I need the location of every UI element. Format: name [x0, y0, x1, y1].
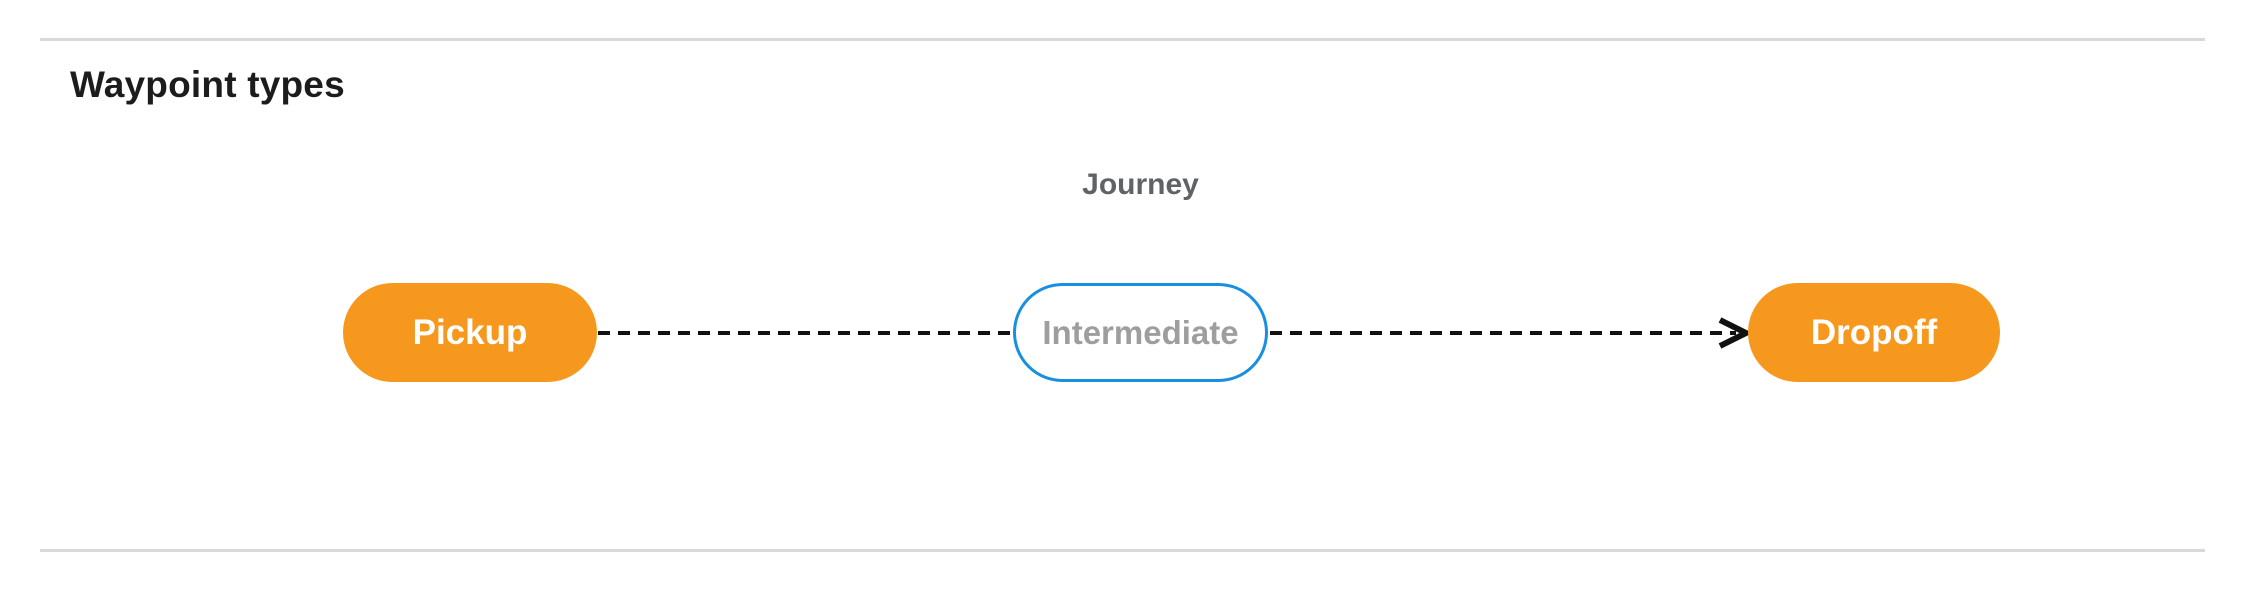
node-intermediate-label: Intermediate [1042, 313, 1239, 351]
top-divider [40, 38, 2205, 41]
journey-label: Journey [1082, 168, 1199, 201]
node-pickup-label: Pickup [412, 312, 528, 352]
node-dropoff-label: Dropoff [1810, 312, 1938, 352]
node-intermediate: Intermediate [1013, 283, 1268, 382]
page-title: Waypoint types [70, 64, 345, 105]
node-dropoff: Dropoff [1748, 283, 2000, 382]
node-pickup: Pickup [343, 283, 597, 382]
edge-arrowhead-icon [1718, 317, 1753, 349]
bottom-divider [40, 549, 2205, 552]
